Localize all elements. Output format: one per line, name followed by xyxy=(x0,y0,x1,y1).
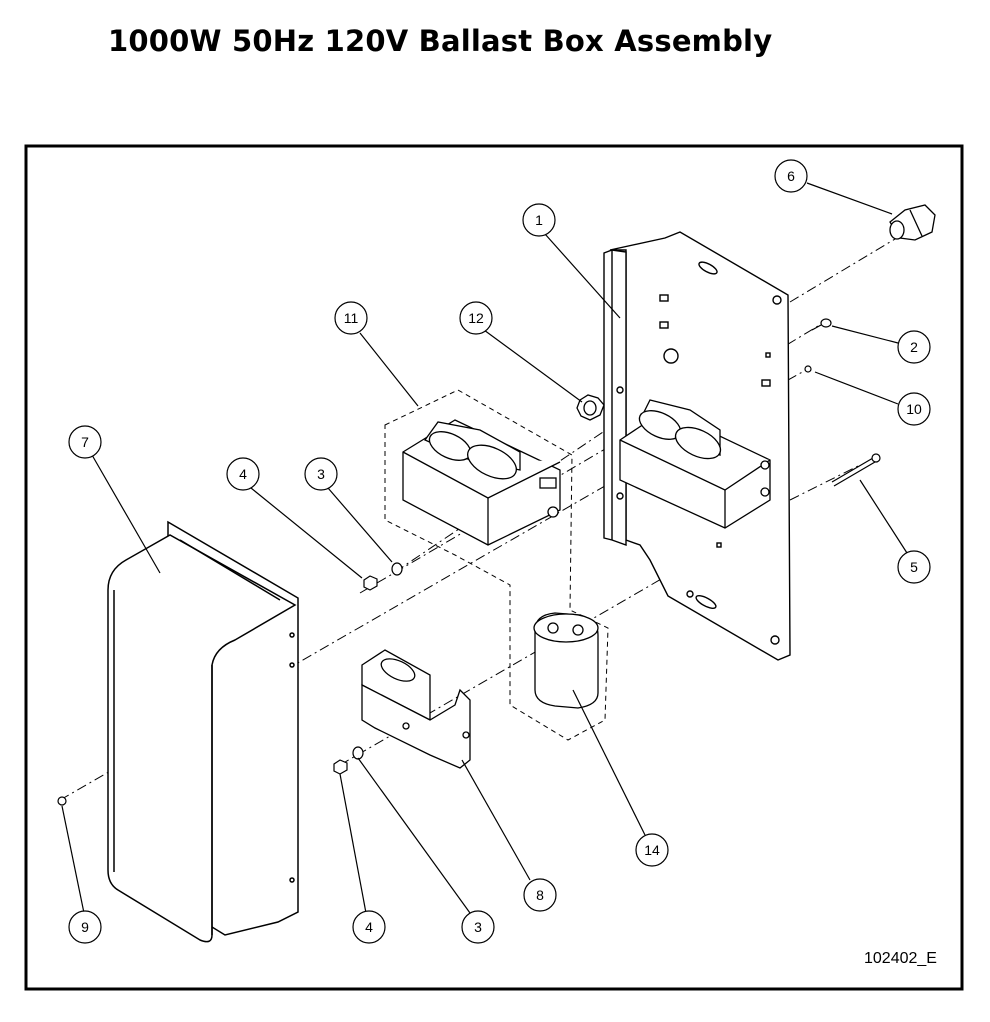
enclosure-cover xyxy=(107,520,299,943)
callout-label: 5 xyxy=(910,559,918,575)
callout-label: 12 xyxy=(468,310,484,326)
callout-label: 6 xyxy=(787,168,795,184)
callout-label: 3 xyxy=(317,466,325,482)
callout-14: 14 xyxy=(635,833,669,867)
callout-3-upper: 3 xyxy=(304,457,338,491)
lock-nut xyxy=(576,394,605,421)
diagram-title: 1000W 50Hz 120V Ballast Box Assembly xyxy=(108,24,773,58)
callout-5: 5 xyxy=(897,550,931,584)
callout-9: 9 xyxy=(68,910,102,944)
callout-8: 8 xyxy=(523,878,557,912)
nut-4-lower xyxy=(333,759,348,775)
drawing-border xyxy=(24,144,964,991)
callout-3-lower: 3 xyxy=(461,910,495,944)
callout-label: 8 xyxy=(536,887,544,903)
hardware xyxy=(57,318,881,806)
callout-7: 7 xyxy=(68,425,102,459)
nut-10 xyxy=(804,365,812,373)
callout-label: 11 xyxy=(344,310,359,326)
cord-connector xyxy=(889,204,936,241)
item-11-group-outline xyxy=(384,389,609,741)
washer-3-upper xyxy=(391,562,403,576)
callout-label: 1 xyxy=(535,212,543,228)
drawing-number: 102402_E xyxy=(864,950,937,967)
callout-label: 4 xyxy=(365,919,373,935)
callout-11: 11 xyxy=(334,301,368,335)
callout-label: 9 xyxy=(81,919,89,935)
callout-10: 10 xyxy=(897,392,931,426)
nut-4-upper xyxy=(363,575,378,591)
callouts: 1 6 2 10 5 11 12 7 4 3 14 8 9 4 3 xyxy=(68,159,931,944)
callout-label: 4 xyxy=(239,466,247,482)
screw-2 xyxy=(820,318,832,328)
callout-label: 7 xyxy=(81,434,89,450)
leader-lines xyxy=(61,182,908,914)
washer-3-lower xyxy=(352,746,364,760)
callout-label: 2 xyxy=(910,339,918,355)
long-bolt-5 xyxy=(831,457,876,487)
callout-4-lower: 4 xyxy=(352,910,386,944)
callout-1: 1 xyxy=(522,203,556,237)
ballast-on-plate xyxy=(619,399,771,529)
callout-6: 6 xyxy=(774,159,808,193)
callout-4-upper: 4 xyxy=(226,457,260,491)
screw-9 xyxy=(57,796,67,806)
callout-label: 10 xyxy=(906,401,922,417)
callout-label: 14 xyxy=(644,842,660,858)
callout-2: 2 xyxy=(897,330,931,364)
capacitor xyxy=(533,612,599,709)
callout-label: 3 xyxy=(474,919,482,935)
ballast xyxy=(402,419,561,546)
callout-12: 12 xyxy=(459,301,493,335)
capacitor-bracket xyxy=(361,649,471,769)
